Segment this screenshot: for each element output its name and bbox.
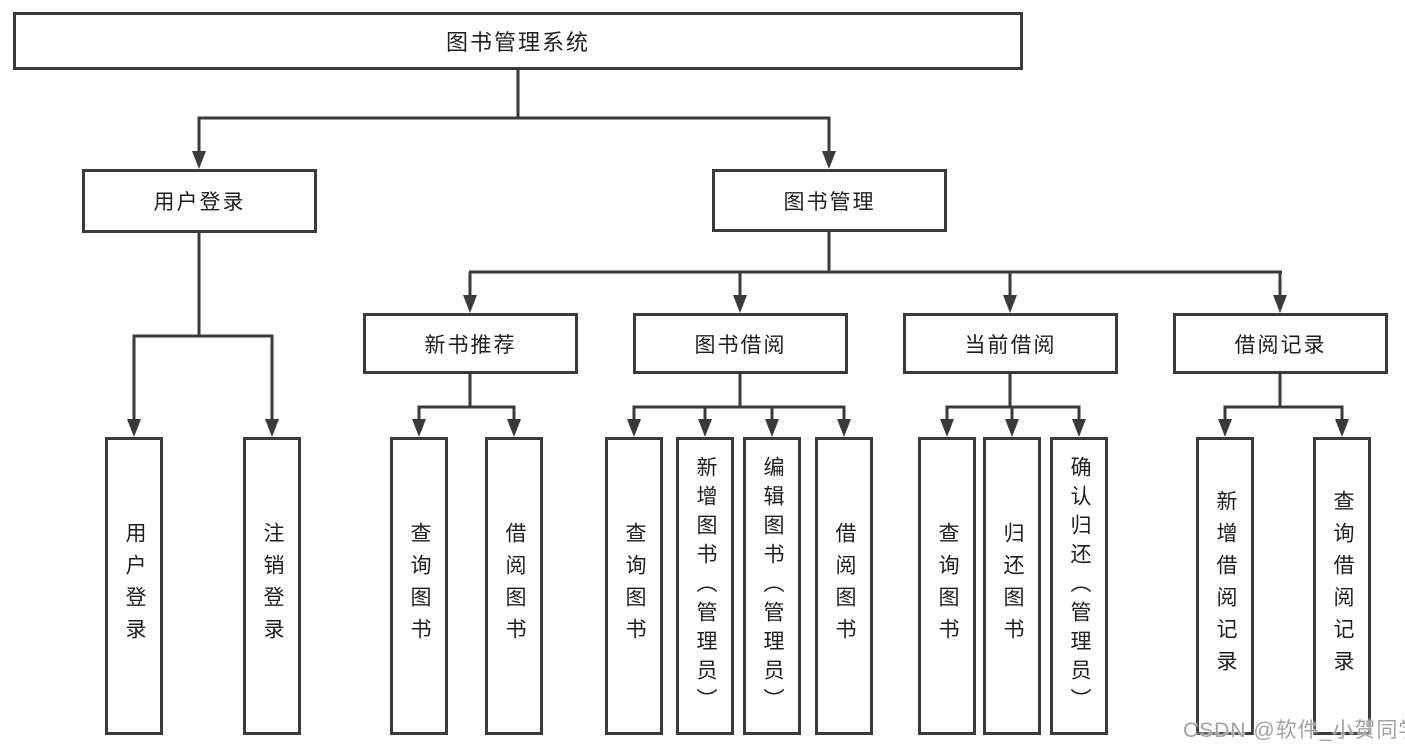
leaf-query-borrow-record: 查询借阅记录 [1313,437,1371,735]
node-root: 图书管理系统 [13,12,1023,70]
node-book-management: 图书管理 [712,169,947,232]
leaf-confirm-return-admin: 确认归还（管理员） [1050,437,1108,735]
leaf-query-books-current: 查询图书 [918,437,976,735]
leaf-edit-book-admin: 编辑图书（管理员） [743,437,801,735]
node-current-borrowing: 当前借阅 [903,313,1118,374]
node-borrow-records: 借阅记录 [1173,313,1388,374]
node-user-login: 用户登录 [82,169,317,233]
leaf-borrow-books-recommend: 借阅图书 [485,437,543,735]
leaf-add-borrow-record: 新增借阅记录 [1196,437,1254,735]
leaf-borrow-books-borrow: 借阅图书 [815,437,873,735]
leaf-query-books-recommend: 查询图书 [390,437,448,735]
leaf-query-books-borrow: 查询图书 [605,437,663,735]
leaf-add-book-admin: 新增图书（管理员） [676,437,734,735]
node-book-borrowing: 图书借阅 [633,313,848,374]
node-new-book-recommend: 新书推荐 [363,313,578,374]
leaf-return-book: 归还图书 [983,437,1041,735]
watermark-text: CSDN @软件_小贺同学 [1183,719,1405,742]
leaf-user-login: 用户登录 [105,437,163,735]
leaf-logout: 注销登录 [243,437,301,735]
